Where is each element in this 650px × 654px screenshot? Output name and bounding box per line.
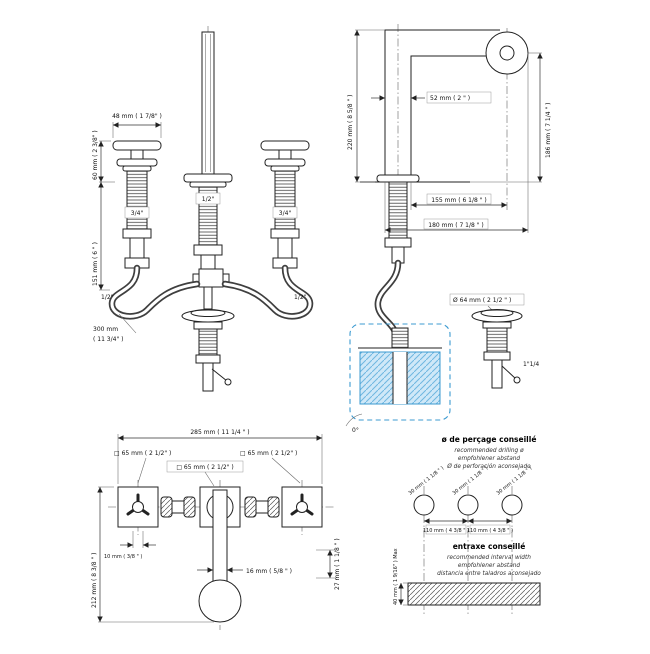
drilling-subtitle-en: recommended drilling ø [454, 448, 524, 454]
left-escutcheon [116, 158, 158, 167]
drain-tailpiece [202, 362, 214, 392]
drain-body [198, 328, 218, 356]
dim-spout-width: 16 mm ( 5/8 " ) [246, 568, 292, 575]
dim-total-width: 285 mm ( 11 1/4 " ) [190, 429, 249, 436]
spout-outlet [485, 31, 529, 75]
side-threaded-shank [388, 181, 408, 239]
dim-hose-length-line1: 300 mm [93, 326, 118, 333]
dim-right-hole: □ 65 mm ( 2 1/2" ) [240, 450, 297, 457]
plan-view-drawing: 285 mm ( 11 1/4 " ) □ 65 mm ( 2 1/2" ) □… [91, 429, 341, 630]
dim-spacing-1: 110 mm ( 4 3/8 " ) [423, 528, 469, 534]
dim-total-height: 220 mm ( 8 5/8 " ) [347, 95, 354, 151]
spout-mounting-nut [193, 244, 223, 256]
drain-detail-tailpiece [491, 359, 503, 389]
dim-drain-diameter: Ø 64 mm ( 2 1/2 " ) [453, 297, 511, 304]
right-coupling [244, 496, 257, 518]
label-left-valve-size: 3/4" [131, 210, 144, 217]
dim-handle-height: 60 mm ( 2 3/8" ) [92, 130, 99, 180]
dim-handle-width: 48 mm ( 1 7/8" ) [112, 113, 162, 120]
drill-hole-1 [413, 494, 435, 516]
dim-hole-1: 30 mm ( 1 1/8 " ) [408, 465, 446, 496]
dim-hose-length-line2: ( 11 3/4" ) [93, 336, 123, 343]
interval-subtitle-de: empfohlener abstand [458, 563, 521, 569]
dim-max-thickness: 40 mm ( 1 9/16" ) Max [393, 548, 399, 605]
label-detail-angle: 0° [352, 427, 359, 434]
spout-outer-profile [384, 29, 500, 182]
spout-bar-plan [212, 489, 228, 591]
interval-guide: entraxe conseillé recommended interval w… [437, 542, 541, 577]
drain-detail-body [486, 327, 508, 353]
interval-subtitle-es: distancia entre taladros aconsejado [437, 571, 541, 577]
spout-end-plan [198, 579, 242, 623]
dim-under-deck-height: 151 mm ( 6 " ) [92, 242, 99, 286]
left-valve-body [126, 170, 148, 230]
dim-total-reach: 180 mm ( 7 1/8 " ) [428, 222, 484, 229]
label-drain-thread: 1"1/4 [523, 361, 539, 368]
dim-left-hole: □ 65 mm ( 2 1/2" ) [114, 450, 171, 457]
side-view-drawing: 220 mm ( 8 5/8 " ) 52 mm ( 2 " ) 186 mm … [347, 24, 552, 336]
interval-subtitle-en: recommended interval width [447, 555, 531, 561]
label-left-hose-size: 1/2" [101, 294, 114, 301]
front-view-drawing: 48 mm ( 1 7/8" ) 60 mm ( 2 3/8" ) 151 mm… [92, 26, 314, 392]
left-handle [112, 140, 162, 151]
thickness-bar: 40 mm ( 1 9/16" ) Max [393, 548, 541, 606]
drilling-subtitle-es: Ø de perforación aconsejado [446, 463, 531, 470]
spout-escutcheon [183, 173, 233, 183]
label-right-valve-size: 3/4" [279, 210, 292, 217]
label-right-hose-size: 1/2" [294, 294, 307, 301]
tee-fitting [198, 268, 224, 288]
deck-cross-section [407, 582, 541, 606]
dim-edge-distance: 27 mm ( 1 1/8 " ) [334, 538, 341, 590]
dim-total-depth: 212 mm ( 8 3/8 " ) [91, 553, 98, 609]
drilling-title: ø de perçage conseillé [442, 435, 537, 444]
dim-spacing-2: 110 mm ( 4 3/8 " ) [467, 528, 513, 534]
mounting-detail: 0° [345, 323, 451, 434]
drill-hole-3 [501, 494, 523, 516]
left-flex-hose [108, 264, 201, 320]
right-escutcheon [264, 158, 306, 167]
drill-hole-2 [457, 494, 479, 516]
right-handle [260, 140, 310, 151]
spout-tube [201, 31, 215, 175]
dim-offset: 10 mm ( 3/8 " ) [104, 554, 142, 560]
dim-reach: 155 mm ( 6 1/8 " ) [431, 197, 487, 204]
drain-detail-drawing: Ø 64 mm ( 2 1/2 " ) 1"1/4 [449, 293, 539, 389]
left-coupling [160, 496, 173, 518]
dim-outlet-height: 186 mm ( 7 1/4 " ) [545, 103, 552, 159]
dim-center-hole: □ 65 mm ( 2 1/2" ) [176, 464, 233, 471]
dim-spout-section: 52 mm ( 2 " ) [430, 95, 470, 102]
interval-title: entraxe conseillé [453, 542, 526, 551]
right-flex-hose [221, 264, 314, 320]
label-spout-connection: 1/2" [202, 196, 215, 203]
right-valve-body [274, 170, 296, 230]
pop-up-lever [224, 378, 232, 386]
drilling-subtitle-de: empfohlener abstand [458, 456, 521, 462]
